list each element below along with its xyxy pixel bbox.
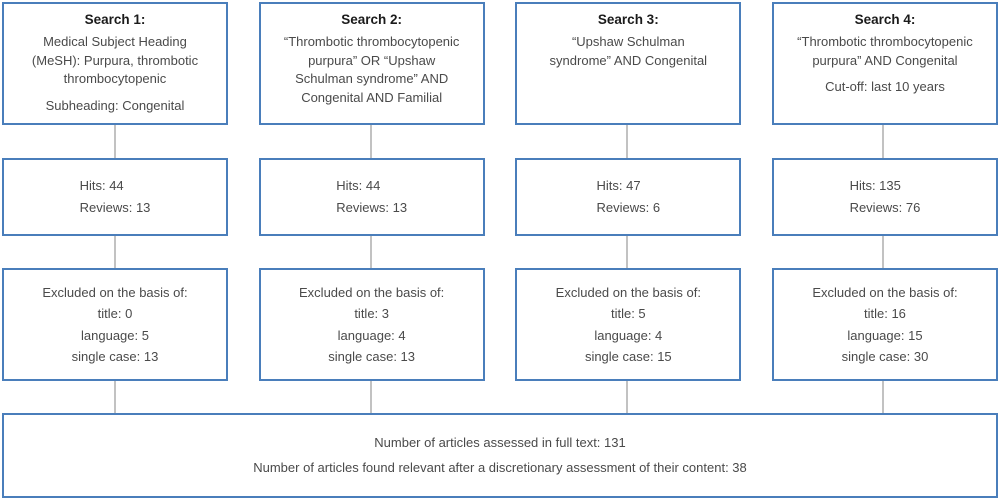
summary-relevant-articles: Number of articles found relevant after … — [253, 459, 747, 475]
excluded-box-2: Excluded on the basis of: title: 3 langu… — [258, 268, 485, 381]
search-box-4-query-line-2: purpura” AND Congenital — [812, 52, 958, 68]
column-hits-1: Hits: 44 Reviews: 13 — [2, 158, 228, 236]
hits-box-1-content: Hits: 44 Reviews: 13 — [80, 175, 151, 220]
excluded-box-4-heading: Excluded on the basis of: — [812, 285, 958, 301]
search-box-3: Search 3: “Upshaw Schulman syndrome” AND… — [515, 2, 742, 125]
connector-hits4-to-excluded4 — [882, 236, 884, 268]
search-box-1-query-line-3: thrombocytopenic — [63, 71, 167, 87]
connector-search2-to-hits2 — [370, 125, 372, 158]
connector-excluded3-to-summary — [626, 381, 628, 413]
hits-box-4: Hits: 135 Reviews: 76 — [771, 158, 998, 236]
hits-box-2: Hits: 44 Reviews: 13 — [258, 158, 485, 236]
excluded-box-2-language: language: 4 — [337, 327, 406, 343]
hits-row: Hits: 44 Reviews: 13 Hits: 44 Reviews: 1… — [2, 158, 998, 236]
summary-box: Number of articles assessed in full text… — [2, 413, 998, 498]
column-excluded-4: Excluded on the basis of: title: 16 lang… — [771, 268, 998, 381]
column-hits-4: Hits: 135 Reviews: 76 — [771, 158, 998, 236]
connector-search4-to-hits4 — [882, 125, 884, 158]
summary-assessed-full-text: Number of articles assessed in full text… — [374, 435, 626, 451]
excluded-box-4-title: title: 16 — [864, 306, 906, 322]
connector-excluded1-to-summary — [114, 381, 116, 413]
search-box-1-query-line-1: Medical Subject Heading — [43, 34, 187, 50]
excluded-box-2-heading: Excluded on the basis of: — [299, 285, 445, 301]
search-box-2-query-line-3: Schulman syndrome” AND — [295, 71, 449, 87]
search-box-2-query-line-1: “Thrombotic thrombocytopenic — [283, 34, 460, 50]
excluded-box-4: Excluded on the basis of: title: 16 lang… — [771, 268, 998, 381]
connector-excluded4-to-summary — [882, 381, 884, 413]
excluded-box-4-single-case: single case: 30 — [841, 348, 929, 364]
hits-box-4-hits: Hits: 135 — [849, 177, 901, 193]
connector-hits2-to-excluded2 — [370, 236, 372, 268]
excluded-box-1: Excluded on the basis of: title: 0 langu… — [2, 268, 228, 381]
hits-box-3-content: Hits: 47 Reviews: 6 — [597, 175, 661, 220]
column-hits-2: Hits: 44 Reviews: 13 — [258, 158, 485, 236]
connector-excluded2-to-summary — [370, 381, 372, 413]
column-search-2: Search 2: “Thrombotic thrombocytopenic p… — [258, 2, 485, 125]
excluded-box-3-single-case: single case: 15 — [584, 348, 672, 364]
hits-box-1: Hits: 44 Reviews: 13 — [2, 158, 228, 236]
excluded-box-1-single-case: single case: 13 — [71, 348, 159, 364]
search-box-3-query-line-1: “Upshaw Schulman — [571, 34, 685, 50]
excluded-box-2-title: title: 3 — [354, 306, 389, 322]
connector-hits1-to-excluded1 — [114, 236, 116, 268]
connector-search1-to-hits1 — [114, 125, 116, 158]
column-hits-3: Hits: 47 Reviews: 6 — [515, 158, 742, 236]
column-excluded-2: Excluded on the basis of: title: 3 langu… — [258, 268, 485, 381]
search-box-3-query-line-2: syndrome” AND Congenital — [549, 52, 708, 68]
search-box-1-subheading: Subheading: Congenital — [45, 97, 185, 113]
hits-box-3: Hits: 47 Reviews: 6 — [515, 158, 742, 236]
excluded-box-3-title: title: 5 — [610, 306, 646, 322]
search-box-3-query: “Upshaw Schulman syndrome” AND Congenita… — [550, 33, 708, 70]
hits-box-3-hits: Hits: 47 — [596, 177, 641, 193]
search-box-1-title: Search 1: — [84, 12, 146, 27]
column-search-3: Search 3: “Upshaw Schulman syndrome” AND… — [515, 2, 742, 125]
search-box-4-query-line-1: “Thrombotic thrombocytopenic — [797, 34, 973, 50]
search-box-2-query-line-4: Congenital AND Familial — [301, 89, 443, 105]
search-box-1-query: Medical Subject Heading (MeSH): Purpura,… — [32, 33, 198, 88]
column-search-4: Search 4: “Thrombotic thrombocytopenic p… — [771, 2, 998, 125]
excluded-box-1-title: title: 0 — [97, 306, 133, 322]
excluded-box-3: Excluded on the basis of: title: 5 langu… — [515, 268, 742, 381]
search-box-2: Search 2: “Thrombotic thrombocytopenic p… — [258, 2, 485, 125]
search-box-1: Search 1: Medical Subject Heading (MeSH)… — [2, 2, 228, 125]
hits-box-2-hits: Hits: 44 — [336, 177, 381, 193]
column-excluded-1: Excluded on the basis of: title: 0 langu… — [2, 268, 228, 381]
column-excluded-3: Excluded on the basis of: title: 5 langu… — [515, 268, 742, 381]
excluded-box-1-language: language: 5 — [81, 327, 149, 343]
search-box-2-query-line-2: purpura” OR “Upshaw — [308, 52, 436, 68]
connector-hits3-to-excluded3 — [626, 236, 628, 268]
excluded-box-3-language: language: 4 — [594, 327, 663, 343]
search-box-2-query: “Thrombotic thrombocytopenic purpura” OR… — [284, 33, 460, 107]
excluded-box-4-language: language: 15 — [847, 327, 923, 343]
search-box-3-title: Search 3: — [597, 12, 659, 27]
connector-search3-to-hits3 — [626, 125, 628, 158]
excluded-box-3-heading: Excluded on the basis of: — [555, 285, 701, 301]
exclusion-row: Excluded on the basis of: title: 0 langu… — [2, 268, 998, 381]
search-box-4: Search 4: “Thrombotic thrombocytopenic p… — [771, 2, 998, 125]
hits-box-4-content: Hits: 135 Reviews: 76 — [850, 175, 921, 220]
hits-box-2-content: Hits: 44 Reviews: 13 — [336, 175, 407, 220]
hits-box-4-reviews: Reviews: 76 — [849, 200, 921, 215]
excluded-box-2-single-case: single case: 13 — [328, 348, 416, 364]
search-box-4-title: Search 4: — [854, 12, 916, 27]
search-box-1-query-line-2: (MeSH): Purpura, thrombotic — [31, 52, 199, 68]
column-search-1: Search 1: Medical Subject Heading (MeSH)… — [2, 2, 228, 125]
hits-box-2-reviews: Reviews: 13 — [336, 200, 408, 215]
search-definition-row: Search 1: Medical Subject Heading (MeSH)… — [2, 2, 998, 125]
hits-box-3-reviews: Reviews: 6 — [596, 200, 661, 215]
search-box-2-title: Search 2: — [341, 12, 403, 27]
search-box-4-cutoff: Cut-off: last 10 years — [825, 79, 945, 95]
hits-box-1-hits: Hits: 44 — [79, 177, 124, 193]
excluded-box-1-heading: Excluded on the basis of: — [42, 285, 188, 301]
search-box-4-query: “Thrombotic thrombocytopenic purpura” AN… — [797, 33, 973, 70]
hits-box-1-reviews: Reviews: 13 — [79, 200, 151, 215]
